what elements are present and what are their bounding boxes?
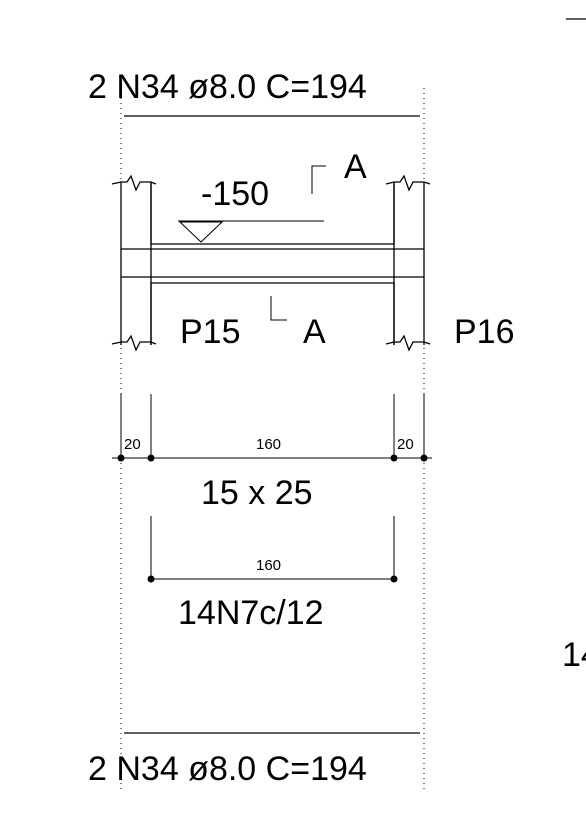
- beam-outline: [121, 182, 424, 345]
- level-label: -150: [201, 175, 269, 213]
- stirrup-dim-label: 160: [256, 557, 281, 574]
- pillar-left-outline: [111, 174, 157, 352]
- section-label-bottom: A: [303, 313, 326, 351]
- section-cut-top-icon: [311, 165, 326, 194]
- rebar-bottom-label: 2 N34 ø8.0 C=194: [88, 750, 367, 788]
- stirrups-label: 14N7c/12: [178, 594, 324, 632]
- beam-size-label: 15 x 25: [201, 474, 313, 512]
- dim-left-label: 20: [124, 436, 141, 453]
- pillar-left-label: P15: [180, 313, 241, 351]
- pillar-right-label: P16: [454, 313, 515, 351]
- level-triangle-icon: [178, 221, 224, 243]
- pillar-right-outline: [385, 174, 431, 352]
- dimension-line: [112, 394, 432, 462]
- dim-right-label: 20: [397, 436, 414, 453]
- stirrup-dimension-line: [147, 516, 398, 583]
- edge-fragment-label: 14: [562, 636, 586, 674]
- section-label-top: A: [344, 148, 367, 186]
- rebar-top-label: 2 N34 ø8.0 C=194: [88, 68, 367, 106]
- dim-center-label: 160: [256, 436, 281, 453]
- section-cut-bottom-icon: [270, 296, 287, 321]
